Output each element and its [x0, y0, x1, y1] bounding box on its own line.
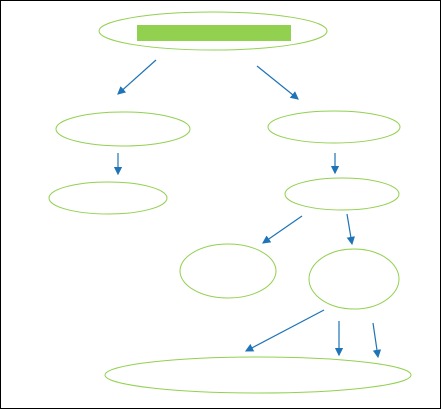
left-node-1-ellipse: [55, 111, 191, 147]
root-node: [98, 11, 328, 51]
arrow-right-2-to-right-2b: [346, 213, 355, 246]
right-node-2b-ellipse: [308, 248, 400, 310]
arrow-right-2b-to-bottom-right: [372, 322, 382, 359]
arrow-right-2b-to-bottom-left: [244, 309, 325, 352]
root-node-title-bar: [137, 25, 291, 41]
right-node-1: [267, 110, 401, 144]
right-node-2b: [308, 248, 400, 310]
left-node-2-ellipse: [48, 181, 168, 215]
left-node-2: [48, 181, 168, 215]
bottom-node-ellipse: [104, 356, 412, 394]
right-node-2a-ellipse: [179, 243, 277, 299]
right-node-2a: [179, 243, 277, 299]
right-node-1-ellipse: [267, 110, 401, 144]
right-node-2: [284, 177, 400, 211]
left-node-1: [55, 111, 191, 147]
right-node-2-ellipse: [284, 177, 400, 211]
arrow-root-to-right-1: [256, 65, 299, 100]
bottom-node: [104, 356, 412, 394]
arrow-right-2-to-right-2a: [262, 215, 303, 244]
arrow-root-to-left-1: [117, 59, 157, 95]
